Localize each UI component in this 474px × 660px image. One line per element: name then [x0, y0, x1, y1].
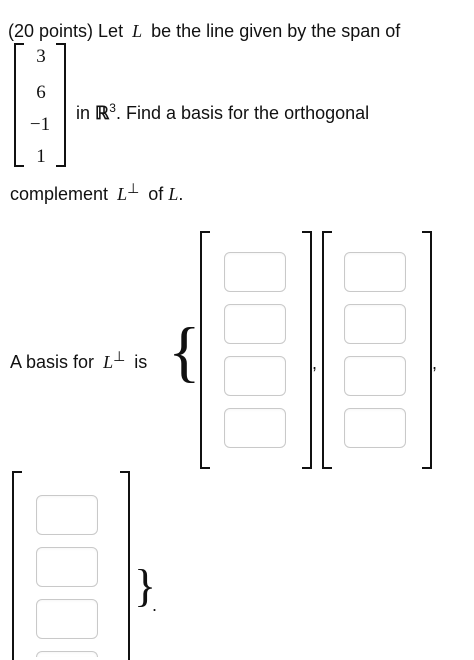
answer-is-text: is: [134, 352, 148, 372]
answer-perp-symbol: ⊥: [113, 348, 126, 364]
points-text: (20 points) Let: [8, 21, 124, 41]
L-perp-base: L: [117, 184, 128, 204]
answer-v3-entry-3[interactable]: [36, 599, 98, 639]
var-L-2: L: [168, 184, 179, 204]
answer-v2-entry-2[interactable]: [344, 304, 406, 344]
answer-v3-entry-4[interactable]: [36, 651, 98, 657]
perp-symbol: ⊥: [127, 180, 140, 196]
var-L: L: [132, 21, 143, 41]
answer-v1-entry-3[interactable]: [224, 356, 286, 396]
answer-v2-entry-3[interactable]: [344, 356, 406, 396]
problem-line-3: complement L⊥ of L.: [10, 177, 183, 205]
complement-text: complement: [10, 184, 109, 204]
answer-label-prefix: A basis for: [10, 352, 95, 372]
given-vector-bracket-right: [56, 43, 66, 167]
answer-L: L: [103, 352, 114, 372]
real-space-symbol: ℝ: [95, 103, 110, 123]
answer-vector-3-bracket-left: [12, 471, 22, 660]
answer-v1-entry-1[interactable]: [224, 252, 286, 292]
final-period: .: [152, 595, 158, 615]
of-text: of: [148, 184, 164, 204]
find-text: . Find a basis for the orthogonal: [115, 103, 370, 123]
close-brace: }: [134, 560, 157, 611]
answer-label: A basis for L⊥ is: [10, 345, 147, 373]
in-text: in: [76, 103, 91, 123]
answer-v2-entry-1[interactable]: [344, 252, 406, 292]
answer-v1-entry-2[interactable]: [224, 304, 286, 344]
given-vector-bracket-left: [14, 43, 24, 167]
vector-entry-2: 6: [36, 82, 46, 103]
problem-line-1: (20 points) Let L be the line given by t…: [8, 20, 400, 42]
answer-v2-entry-4[interactable]: [344, 408, 406, 448]
comma-1: ,: [312, 353, 318, 373]
answer-v3-entry-2[interactable]: [36, 547, 98, 587]
open-brace: {: [168, 313, 201, 389]
vector-entry-1: 3: [36, 46, 46, 67]
exponent: 3: [109, 101, 116, 115]
answer-vector-1-bracket-right: [302, 231, 312, 469]
period: .: [178, 184, 184, 204]
intro-rest-text: be the line given by the span of: [151, 21, 401, 41]
vector-entry-4: 1: [36, 146, 46, 167]
problem-line-2: in ℝ3. Find a basis for the orthogonal: [76, 97, 369, 124]
answer-v1-entry-4[interactable]: [224, 408, 286, 448]
vector-entry-3: −1: [29, 114, 51, 135]
answer-vector-1-bracket-left: [200, 231, 210, 469]
answer-vector-2-bracket-left: [322, 231, 332, 469]
answer-vector-2-bracket-right: [422, 231, 432, 469]
answer-vector-3-bracket-right: [120, 471, 130, 660]
comma-2: ,: [432, 353, 438, 373]
answer-v3-entry-1[interactable]: [36, 495, 98, 535]
